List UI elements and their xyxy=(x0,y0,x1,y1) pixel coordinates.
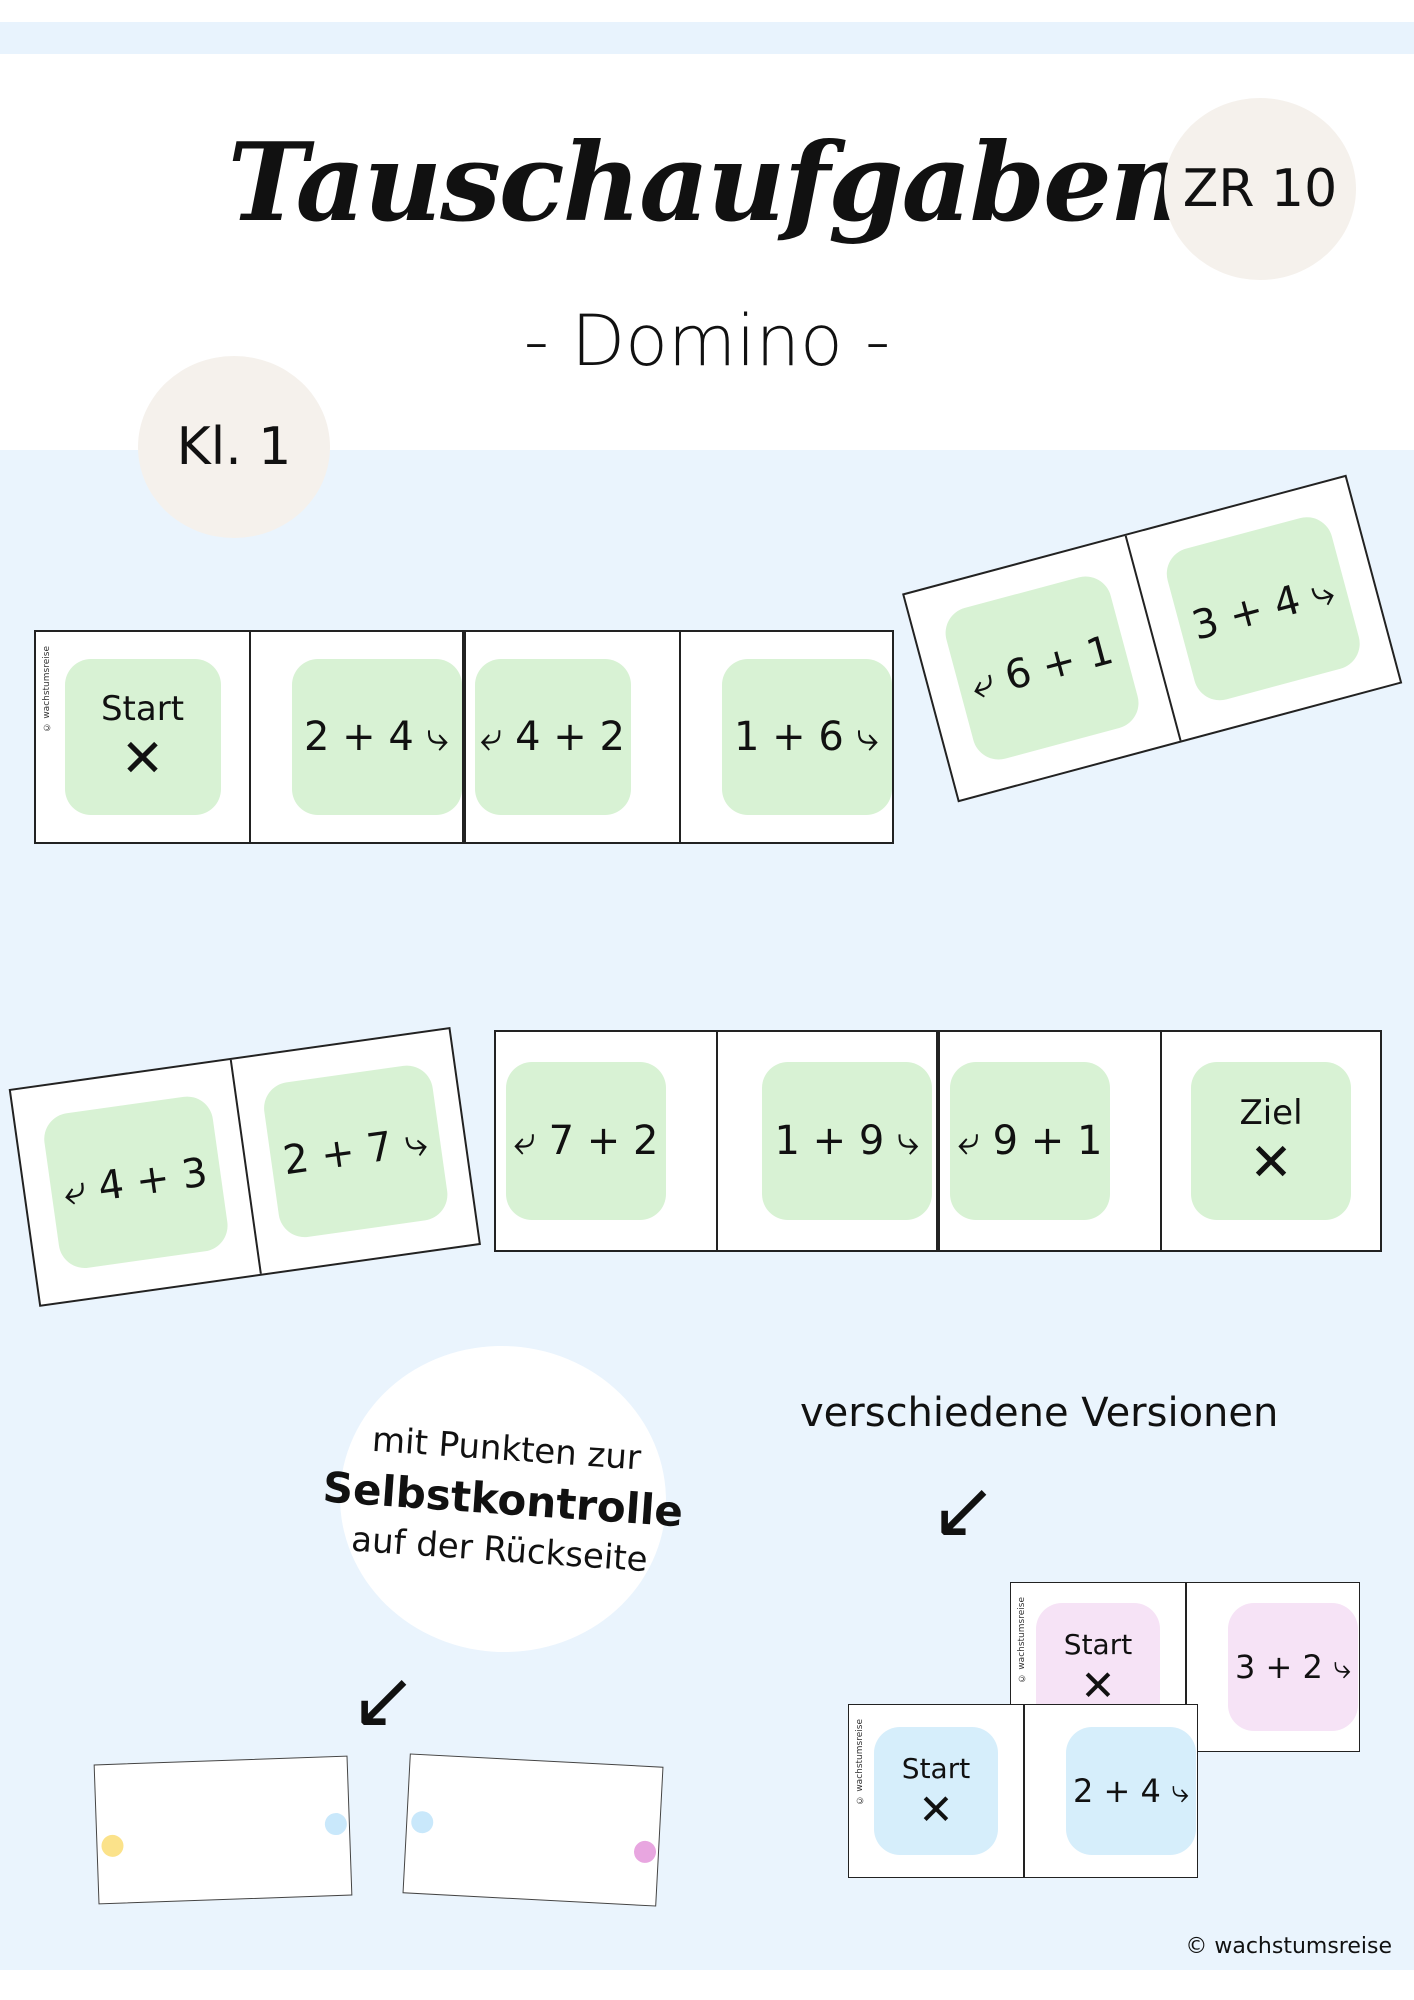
task-tile: ⤶ 9 + 1 xyxy=(950,1062,1110,1220)
check-dot-pink xyxy=(633,1840,657,1864)
range-badge-label: ZR 10 xyxy=(1182,159,1338,219)
curved-arrow-icon: ↙ xyxy=(930,1463,998,1556)
domino-half: © wachstumsreise Start ✕ xyxy=(36,632,249,842)
domino-half: 1 + 9 ⤷ xyxy=(716,1032,936,1250)
domino-card-blue-version: © wachstumsreise Start ✕ 2 + 4 ⤷ xyxy=(848,1704,1198,1878)
goal-label: Ziel xyxy=(1239,1093,1303,1133)
task-tile: ⤶ 6 + 1 xyxy=(939,570,1145,766)
copyright-mini: © wachstumsreise xyxy=(855,1719,865,1805)
range-badge: ZR 10 xyxy=(1164,98,1356,280)
check-dot-blue xyxy=(324,1812,348,1836)
check-dot-yellow xyxy=(101,1834,124,1858)
task-tile: ⤶ 7 + 2 xyxy=(506,1062,666,1220)
task-tile: 3 + 2 ⤷ xyxy=(1228,1603,1358,1731)
domino-back xyxy=(402,1753,664,1907)
task-expression: ⤶ 6 + 1 xyxy=(966,627,1119,709)
domino-half: ⤶ 4 + 2 xyxy=(466,632,679,842)
goal-tile: Ziel ✕ xyxy=(1191,1062,1351,1220)
cross-arrows-icon: ✕ xyxy=(1249,1133,1293,1193)
task-tile: ⤶ 4 + 3 xyxy=(40,1093,231,1272)
task-tile: 2 + 7 ⤷ xyxy=(260,1062,451,1241)
page-subtitle: - Domino - xyxy=(523,300,891,382)
domino-half: 2 + 4 ⤷ xyxy=(249,632,462,842)
start-label: Start xyxy=(100,689,185,729)
class-badge-label: Kl. 1 xyxy=(176,417,292,477)
task-expression: ⤶ 4 + 3 xyxy=(60,1149,211,1216)
task-expression: ⤶ 4 + 2 xyxy=(480,714,625,760)
domino-half: 2 + 7 ⤷ xyxy=(229,1029,479,1274)
curved-arrow-icon: ↙ xyxy=(350,1653,418,1746)
task-tile: 2 + 4 ⤷ xyxy=(291,659,462,815)
domino-card: ⤶ 7 + 2 1 + 9 ⤷ xyxy=(494,1030,938,1252)
domino-half: ⤶ 7 + 2 xyxy=(496,1032,716,1250)
start-tile: Start ✕ xyxy=(874,1727,998,1855)
page-title: Tauschaufgaben xyxy=(227,120,1189,246)
task-expression: 2 + 4 ⤷ xyxy=(304,714,449,760)
task-tile: 1 + 6 ⤷ xyxy=(721,659,892,815)
versions-label: verschiedene Versionen xyxy=(800,1390,1279,1436)
task-expression: 1 + 6 ⤷ xyxy=(734,714,879,760)
domino-half: ⤶ 9 + 1 xyxy=(940,1032,1160,1250)
copyright-mini: © wachstumsreise xyxy=(42,646,52,732)
cross-arrows-icon: ✕ xyxy=(120,729,165,789)
domino-card: ⤶ 9 + 1 Ziel ✕ xyxy=(938,1030,1382,1252)
task-expression: 1 + 9 ⤷ xyxy=(774,1118,920,1164)
cross-arrows-icon: ✕ xyxy=(918,1784,954,1834)
cross-arrows-icon: ✕ xyxy=(1080,1660,1116,1710)
task-tile: 1 + 9 ⤷ xyxy=(762,1062,932,1220)
task-expression: 2 + 4 ⤷ xyxy=(1073,1771,1189,1810)
domino-half: 3 + 2 ⤷ xyxy=(1185,1583,1359,1751)
domino-half: 2 + 4 ⤷ xyxy=(1023,1705,1197,1877)
footer-copyright: © wachstumsreise xyxy=(1185,1934,1392,1959)
domino-half: © wachstumsreise Start ✕ xyxy=(849,1705,1023,1877)
task-tile: ⤶ 4 + 2 xyxy=(474,659,631,815)
top-band xyxy=(0,22,1414,54)
check-dot-blue xyxy=(410,1810,434,1834)
start-label: Start xyxy=(901,1751,971,1785)
task-expression: 3 + 2 ⤷ xyxy=(1235,1647,1351,1686)
task-expression: 3 + 4 ⤷ xyxy=(1187,567,1340,650)
domino-back xyxy=(93,1755,353,1905)
domino-half: Ziel ✕ xyxy=(1160,1032,1380,1250)
start-tile: Start ✕ xyxy=(64,659,221,815)
task-expression: ⤶ 9 + 1 xyxy=(957,1118,1103,1164)
task-expression: 2 + 7 ⤷ xyxy=(280,1118,431,1185)
domino-card: ⤶ 4 + 2 1 + 6 ⤷ xyxy=(464,630,894,844)
task-expression: ⤶ 7 + 2 xyxy=(513,1118,659,1164)
class-badge: Kl. 1 xyxy=(138,356,330,538)
task-tile: 3 + 4 ⤷ xyxy=(1160,511,1366,707)
copyright-mini: © wachstumsreise xyxy=(1017,1597,1027,1683)
start-label: Start xyxy=(1063,1627,1133,1661)
domino-half: 1 + 6 ⤷ xyxy=(679,632,892,842)
domino-half: ⤶ 4 + 3 xyxy=(11,1060,260,1305)
task-tile: 2 + 4 ⤷ xyxy=(1066,1727,1196,1855)
domino-card: © wachstumsreise Start ✕ 2 + 4 ⤷ xyxy=(34,630,464,844)
